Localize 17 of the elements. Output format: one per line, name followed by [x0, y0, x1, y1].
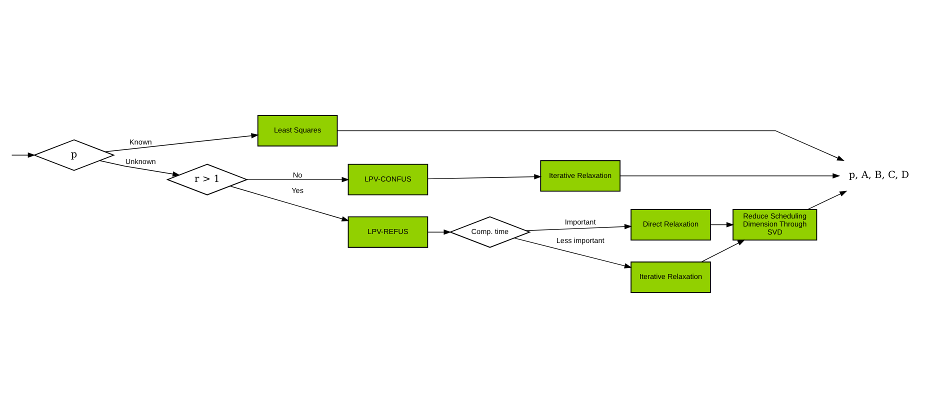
arrow [104, 132, 259, 152]
arrow [514, 237, 632, 268]
arrow [807, 190, 848, 210]
node-text: p, A, B, C, D [848, 170, 910, 181]
arrow [99, 160, 180, 176]
arrow [526, 223, 632, 231]
arrow [427, 228, 452, 234]
arrow [246, 176, 350, 182]
arrow [701, 239, 746, 262]
arrow [710, 222, 734, 227]
arrow [230, 185, 350, 221]
arrow [427, 174, 542, 179]
arrow [336, 130, 845, 161]
node-diamond: p [33, 138, 116, 170]
arrow [11, 152, 36, 158]
node-diamond: r > 1 [166, 163, 248, 195]
arrow [620, 172, 840, 178]
